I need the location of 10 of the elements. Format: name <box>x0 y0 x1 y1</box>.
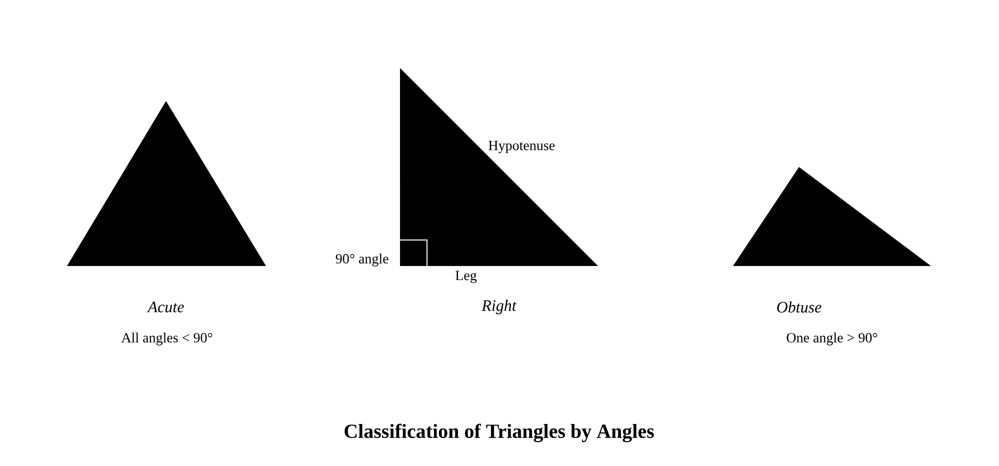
part-label: Hypotenuse <box>488 140 555 154</box>
triangle <box>733 167 931 266</box>
triangle-description: One angle > 90° <box>786 332 878 346</box>
triangle-name: Right <box>482 300 517 314</box>
triangle-name: Acute <box>146 302 184 312</box>
triangle-description: All angles < 90° <box>121 332 212 346</box>
triangle <box>67 101 266 266</box>
triangle <box>400 68 598 266</box>
triangle-name: Obtuse <box>777 301 822 313</box>
title: Classification of Triangles by Angles <box>344 424 654 442</box>
